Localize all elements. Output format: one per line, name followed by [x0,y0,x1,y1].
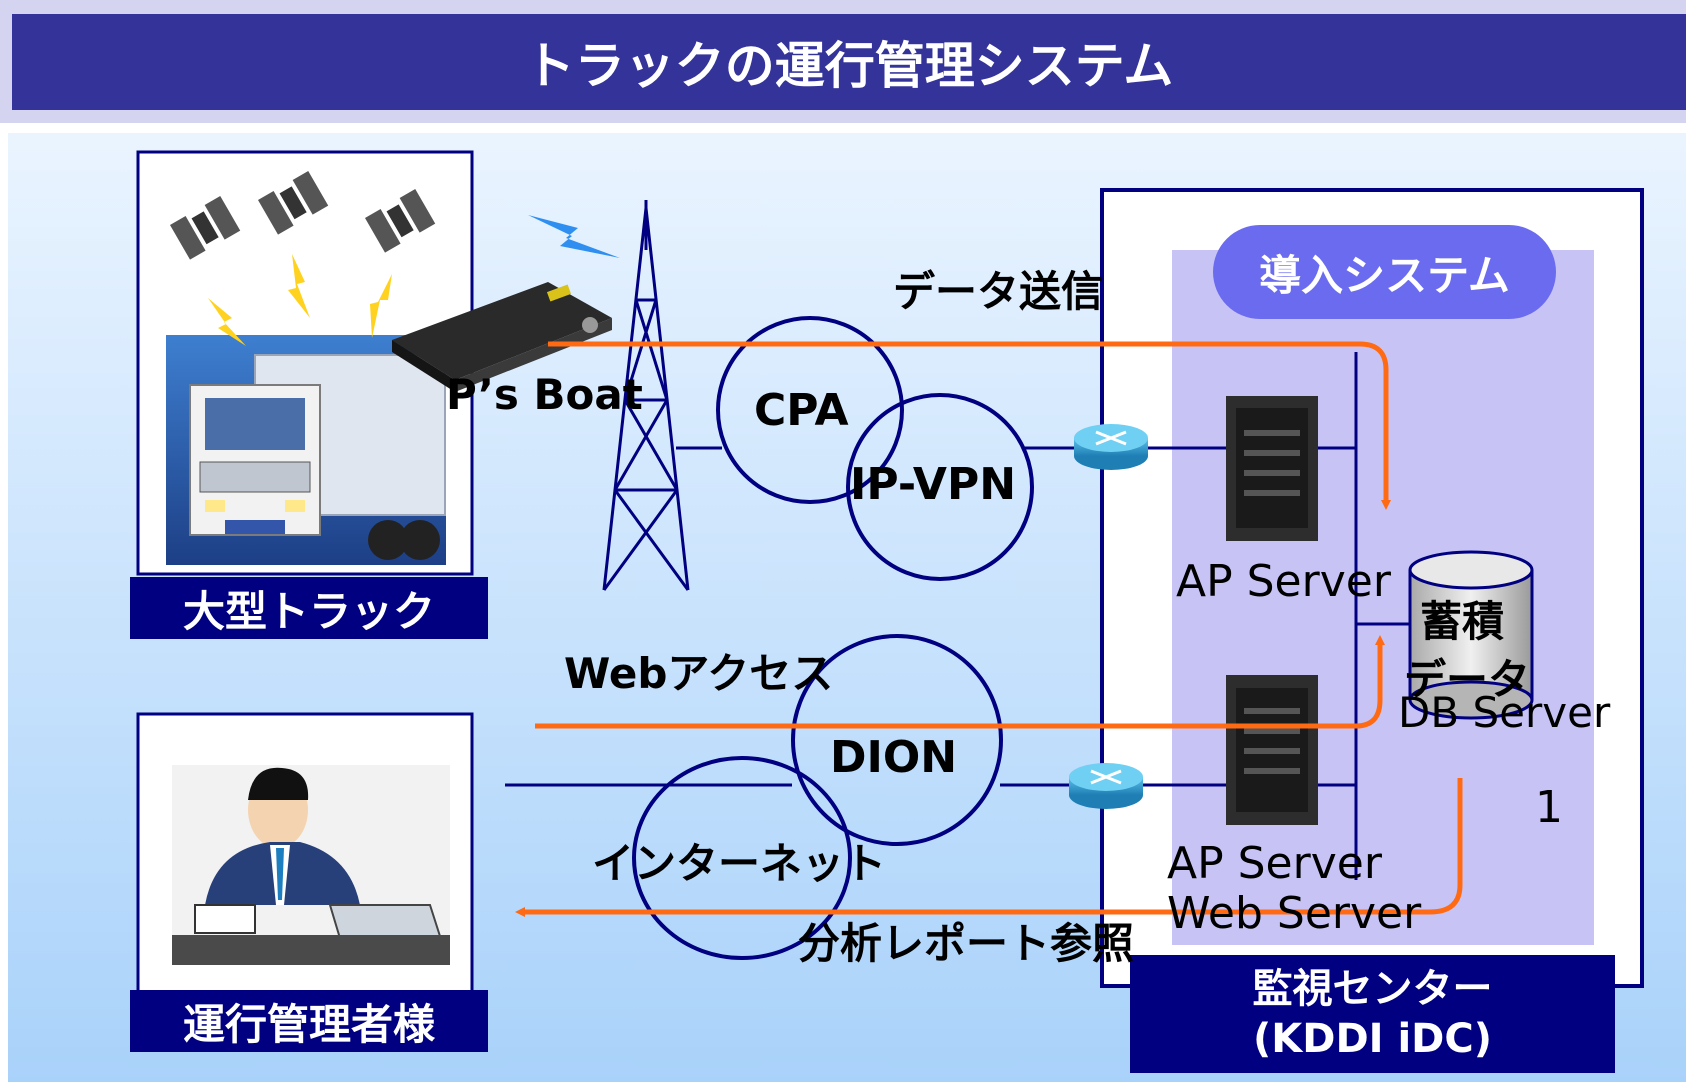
router-icon [1069,763,1143,809]
report-arrow [515,778,1463,917]
data-send-arrow [548,341,1391,510]
ap-server2-label: AP Server [1167,838,1382,889]
router-icon [1074,424,1148,470]
server-icon [1226,675,1318,825]
cpa-label: CPA [754,385,849,436]
web-access-arrow [535,635,1385,729]
report-label: 分析レポート参照 [798,919,1135,968]
satellite-icon [258,171,329,235]
slide-number: 1 [1535,782,1563,833]
ap-server-label: AP Server [1176,556,1391,607]
stored-data-label-line2: データ [1404,655,1531,704]
server-icon [1226,396,1318,541]
tower-icon [602,200,690,591]
web-access-label: Webアクセス [564,649,834,698]
truck-photo [166,335,446,565]
device-label: P’s Boat [446,370,643,419]
lightning-icon [370,274,392,338]
monitoring-center-label: 監視センター (KDDI iDC) [1130,955,1615,1073]
dion-network-circle [791,634,1003,846]
satellite-icon [365,189,436,253]
dion-label: DION [830,732,958,783]
db-server-label: DB Server [1398,688,1611,737]
monitoring-center-title: 監視センター [1252,966,1493,1012]
ipvpn-network-circle [846,393,1034,581]
businessman-illustration [172,765,450,965]
page-title: トラックの運行管理システム [12,14,1686,110]
monitoring-center-subtitle: (KDDI iDC) [1252,1016,1493,1062]
ipvpn-label: IP-VPN [850,459,1017,510]
stored-data-label-line1: 蓄積 [1420,597,1505,646]
web-server-label: Web Server [1167,888,1422,939]
internet-network-circle [632,756,852,960]
manager-label: 運行管理者様 [130,990,488,1052]
internet-label: インターネット [592,839,887,888]
satellite-icon [170,196,241,260]
data-send-label: データ送信 [893,267,1104,316]
cpa-network-circle [716,316,904,504]
database-icon [1408,550,1534,720]
lightning-icon [208,298,246,346]
truck-label: 大型トラック [130,577,488,639]
device-icon [392,282,612,392]
introduced-system-badge: 導入システム [1213,225,1556,319]
radio-wave-icon [528,215,620,258]
